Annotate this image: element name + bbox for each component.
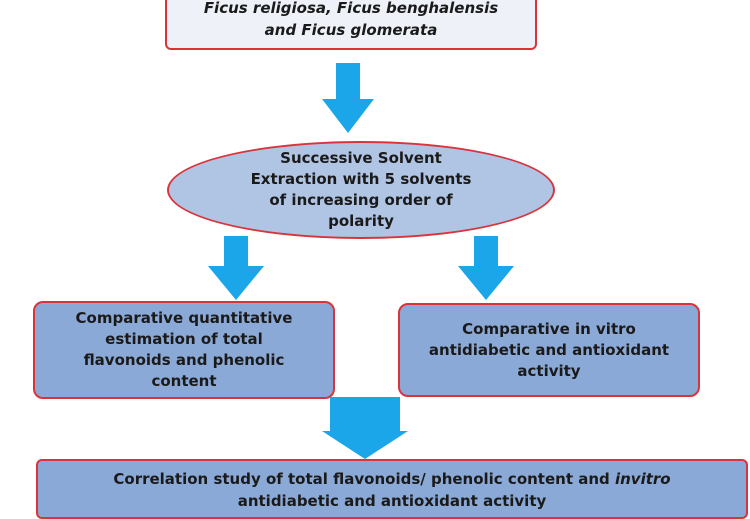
- plant-sources-box: Ficus religiosa, Ficus benghalensis and …: [165, 0, 537, 50]
- extraction-line-1: Successive Solvent: [280, 149, 442, 167]
- correlation-invitro-text: invitro: [614, 470, 671, 488]
- in-vitro-line-3: activity: [517, 361, 581, 380]
- correlation-line-2: antidiabetic and antioxidant activity: [237, 492, 547, 510]
- extraction-ellipse: Successive Solvent Extraction with 5 sol…: [167, 141, 555, 239]
- quantitative-line-3: flavonoids and phenolic: [83, 351, 285, 369]
- plant-sources-line-2: and Ficus glomerata: [264, 21, 438, 39]
- quantitative-line-1: Comparative quantitative: [75, 309, 293, 327]
- in-vitro-line-2: antidiabetic and antioxidant: [428, 340, 670, 359]
- in-vitro-line-1: Comparative in vitro: [462, 319, 636, 338]
- extraction-line-3: of increasing order of: [269, 191, 453, 209]
- arrow-down-1: [322, 63, 374, 133]
- correlation-line-1-text: Correlation study of total flavonoids/ p…: [113, 470, 615, 488]
- arrow-down-center: [322, 397, 408, 459]
- quantitative-estimation-box: Comparative quantitative estimation of t…: [33, 301, 335, 399]
- correlation-study-box: Correlation study of total flavonoids/ p…: [36, 459, 748, 519]
- correlation-line-1: Correlation study of total flavonoids/ p…: [113, 468, 670, 490]
- in-vitro-activity-box: Comparative in vitro antidiabetic and an…: [398, 303, 700, 397]
- extraction-line-4: polarity: [328, 212, 394, 230]
- quantitative-line-2: estimation of total: [105, 330, 263, 348]
- extraction-line-2: Extraction with 5 solvents: [250, 170, 472, 188]
- quantitative-line-4: content: [151, 372, 217, 390]
- arrow-down-left: [208, 236, 264, 300]
- arrow-down-right: [458, 236, 514, 300]
- plant-sources-line-1: Ficus religiosa, Ficus benghalensis: [203, 0, 499, 17]
